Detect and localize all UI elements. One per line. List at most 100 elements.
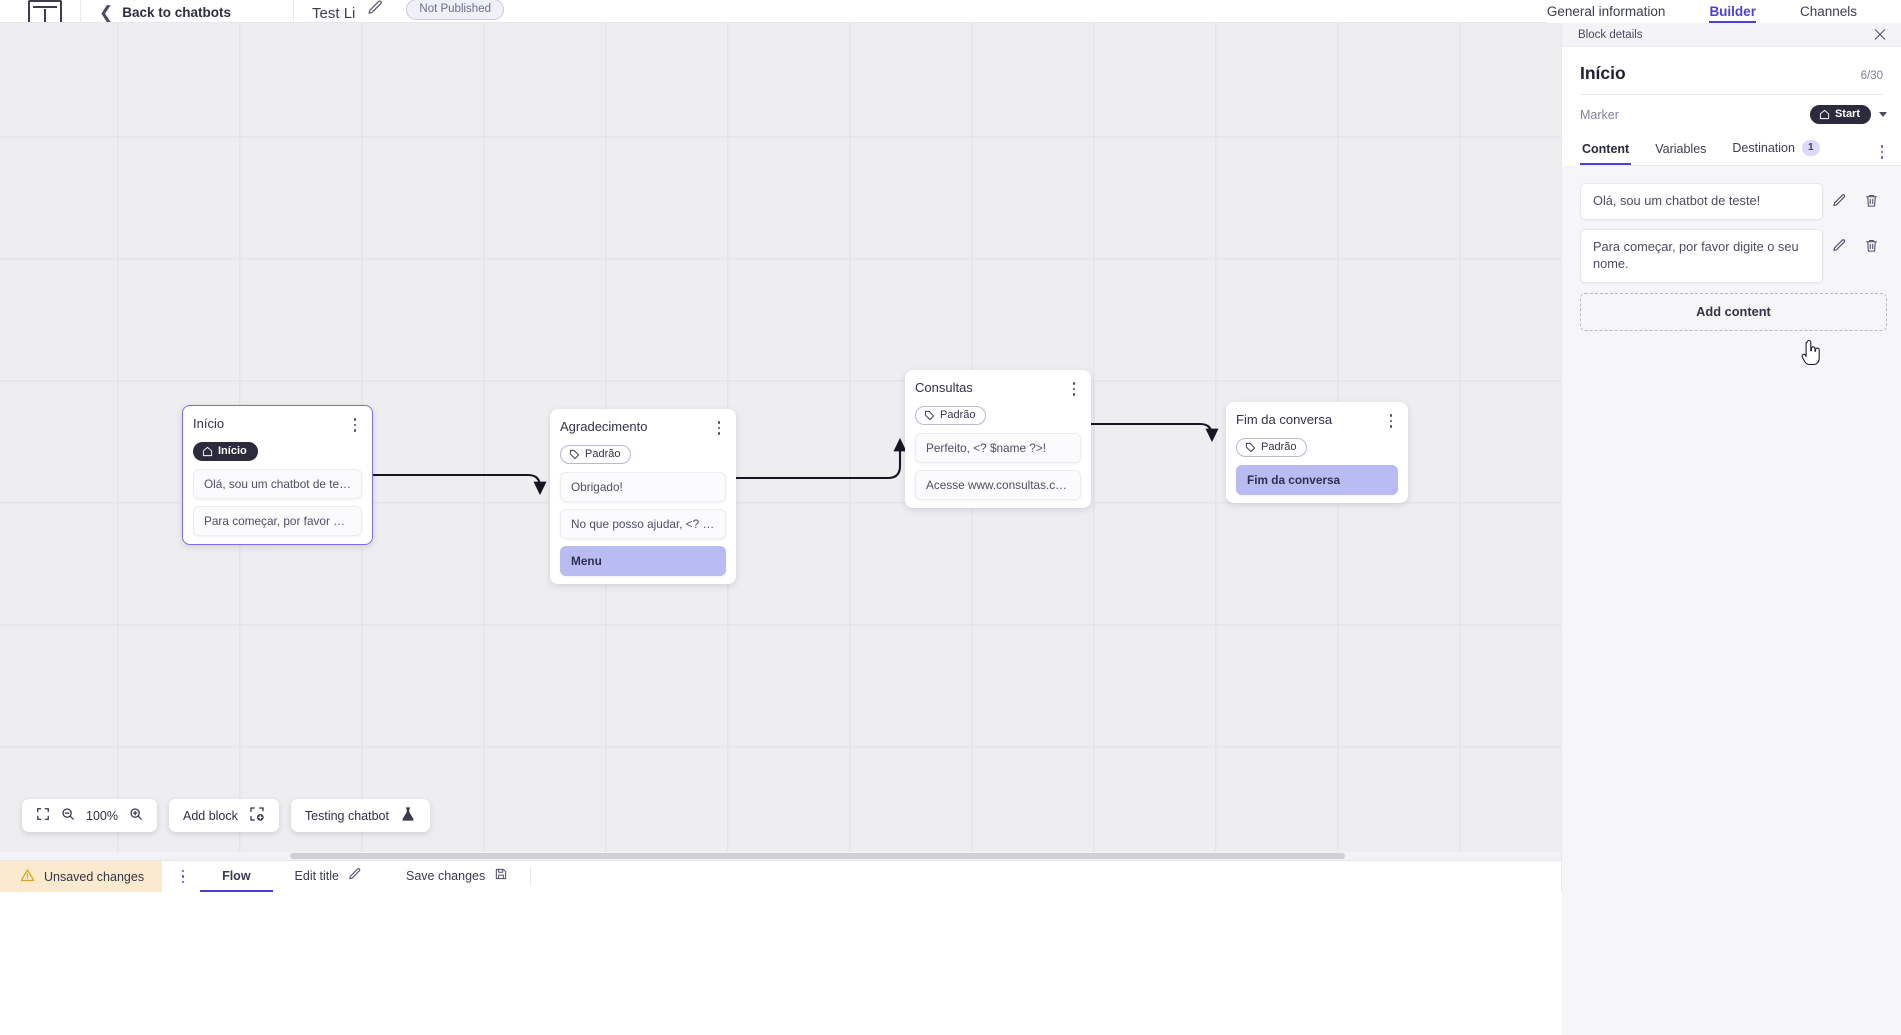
marker-row: Marker Start xyxy=(1562,95,1901,124)
marker-value: Start xyxy=(1835,108,1860,120)
content-actions xyxy=(1823,229,1887,259)
close-icon[interactable] xyxy=(1873,28,1887,42)
marker-start-badge[interactable]: Start xyxy=(1810,105,1871,124)
pencil-icon[interactable] xyxy=(367,0,384,21)
status-tab-flow-label: Flow xyxy=(222,869,250,883)
content-text[interactable]: Para começar, por favor digite o seu nom… xyxy=(1580,229,1823,283)
zoom-out-icon[interactable] xyxy=(61,807,75,824)
fit-screen-icon[interactable] xyxy=(36,807,50,824)
node-tag-default: Padrão xyxy=(915,406,986,425)
content-item: Olá, sou um chatbot de teste! xyxy=(1580,183,1887,220)
panel-content-body: Olá, sou um chatbot de teste! Para começ… xyxy=(1562,166,1901,1035)
back-to-chatbots-button[interactable]: ❮ Back to chatbots xyxy=(99,4,231,21)
chevron-left-icon: ❮ xyxy=(99,4,113,21)
node-title: Agradecimento xyxy=(560,419,647,434)
kebab-menu-icon[interactable] xyxy=(1384,412,1398,430)
tab-general-information[interactable]: General information xyxy=(1547,4,1666,23)
testing-chatbot-button[interactable]: Testing chatbot xyxy=(291,799,430,832)
node-tag-label: Padrão xyxy=(1261,441,1296,453)
flow-node-consultas[interactable]: Consultas Padrão Perfeito, <? $name ?>! … xyxy=(905,370,1091,508)
node-header: Fim da conversa xyxy=(1236,412,1398,430)
node-tag-label: Padrão xyxy=(940,409,975,421)
home-icon xyxy=(1819,109,1830,120)
pencil-icon[interactable] xyxy=(1823,187,1855,213)
canvas-horizontal-scrollbar[interactable] xyxy=(0,852,1561,860)
unsaved-changes-label: Unsaved changes xyxy=(44,870,144,884)
pencil-icon xyxy=(348,867,362,884)
status-divider xyxy=(530,867,531,886)
save-changes-button[interactable]: Save changes xyxy=(384,861,530,892)
node-header: Consultas xyxy=(915,380,1081,398)
zoom-in-icon[interactable] xyxy=(129,807,143,824)
panel-tabs: Content Variables Destination 1 xyxy=(1580,140,1901,166)
block-details-header: Block details xyxy=(1562,23,1901,47)
node-message-menu[interactable]: Menu xyxy=(560,546,726,576)
tag-icon xyxy=(569,449,580,460)
back-to-chatbots-label: Back to chatbots xyxy=(122,5,231,20)
save-changes-label: Save changes xyxy=(406,869,485,883)
tab-content[interactable]: Content xyxy=(1580,142,1631,165)
kebab-menu-icon[interactable] xyxy=(176,868,190,886)
marker-label: Marker xyxy=(1580,108,1619,122)
trash-icon[interactable] xyxy=(1855,233,1887,259)
block-details-label: Block details xyxy=(1578,29,1643,41)
node-message[interactable]: Para começar, por favor digite o ... xyxy=(193,506,362,536)
destination-count-badge: 1 xyxy=(1802,140,1820,156)
header-divider-1 xyxy=(80,0,81,22)
main-tabs: General information Builder Channels xyxy=(1547,0,1901,23)
trash-icon[interactable] xyxy=(1855,187,1887,213)
zoom-controls[interactable]: 100% xyxy=(22,799,157,832)
pencil-icon[interactable] xyxy=(1823,233,1855,259)
flow-node-agradecimento[interactable]: Agradecimento Padrão Obrigado! No que po… xyxy=(550,409,736,584)
content-text[interactable]: Olá, sou um chatbot de teste! xyxy=(1580,183,1823,220)
node-message[interactable]: Olá, sou um chatbot de teste! xyxy=(193,469,362,499)
node-title: Início xyxy=(193,416,224,431)
status-tab-flow[interactable]: Flow xyxy=(200,861,272,892)
flow-canvas[interactable]: Início Início Olá, sou um chatbot de tes… xyxy=(0,23,1561,860)
kebab-menu-icon[interactable] xyxy=(348,416,362,434)
flow-node-fim-da-conversa[interactable]: Fim da conversa Padrão Fim da conversa xyxy=(1226,402,1408,503)
publish-status-badge: Not Published xyxy=(406,0,504,20)
tab-variables-label: Variables xyxy=(1655,142,1706,156)
add-block-label: Add block xyxy=(183,809,238,823)
tab-content-label: Content xyxy=(1582,142,1629,156)
block-details-panel: Block details Início 6/30 Marker Start C… xyxy=(1561,23,1901,892)
node-message[interactable]: Perfeito, <? $name ?>! xyxy=(915,433,1081,463)
content-item: Para começar, por favor digite o seu nom… xyxy=(1580,229,1887,283)
tab-destination-label: Destination xyxy=(1732,141,1795,155)
chevron-down-icon[interactable] xyxy=(1879,112,1887,117)
page-title: Início xyxy=(1580,63,1626,84)
kebab-menu-icon[interactable] xyxy=(712,419,726,437)
node-tag-default: Padrão xyxy=(560,445,631,464)
unsaved-changes-indicator: Unsaved changes xyxy=(0,861,162,892)
node-tag-label: Padrão xyxy=(585,448,620,460)
zoom-level-label: 100% xyxy=(86,809,118,823)
kebab-menu-icon[interactable] xyxy=(1875,143,1889,161)
node-message[interactable]: Acesse www.consultas.com par... xyxy=(915,470,1081,500)
flask-icon xyxy=(400,806,416,825)
node-message[interactable]: Obrigado! xyxy=(560,472,726,502)
node-message-menu[interactable]: Fim da conversa xyxy=(1236,465,1398,495)
status-bar: Unsaved changes Flow Edit title Save cha… xyxy=(0,860,1561,892)
add-block-icon xyxy=(249,806,265,825)
edit-title-button[interactable]: Edit title xyxy=(273,861,384,892)
node-tag-default: Padrão xyxy=(1236,438,1307,457)
tab-variables[interactable]: Variables xyxy=(1653,142,1708,165)
scrollbar-thumb[interactable] xyxy=(290,853,1345,859)
add-block-button[interactable]: Add block xyxy=(169,799,279,832)
bot-title: Test Li xyxy=(312,5,355,22)
tab-destination[interactable]: Destination 1 xyxy=(1730,140,1821,165)
kebab-menu-icon[interactable] xyxy=(1067,380,1081,398)
tab-channels[interactable]: Channels xyxy=(1800,4,1857,23)
tag-icon xyxy=(1245,442,1256,453)
edit-title-label: Edit title xyxy=(295,869,339,883)
node-title: Consultas xyxy=(915,380,973,395)
warning-icon xyxy=(20,868,35,886)
node-message[interactable]: No que posso ajudar, <? $name ... xyxy=(560,509,726,539)
marker-control[interactable]: Start xyxy=(1810,105,1887,124)
content-actions xyxy=(1823,183,1887,213)
add-content-button[interactable]: Add content xyxy=(1580,293,1887,331)
node-header: Início xyxy=(193,416,362,434)
flow-node-inicio[interactable]: Início Início Olá, sou um chatbot de tes… xyxy=(182,405,373,545)
tab-builder[interactable]: Builder xyxy=(1709,4,1756,23)
